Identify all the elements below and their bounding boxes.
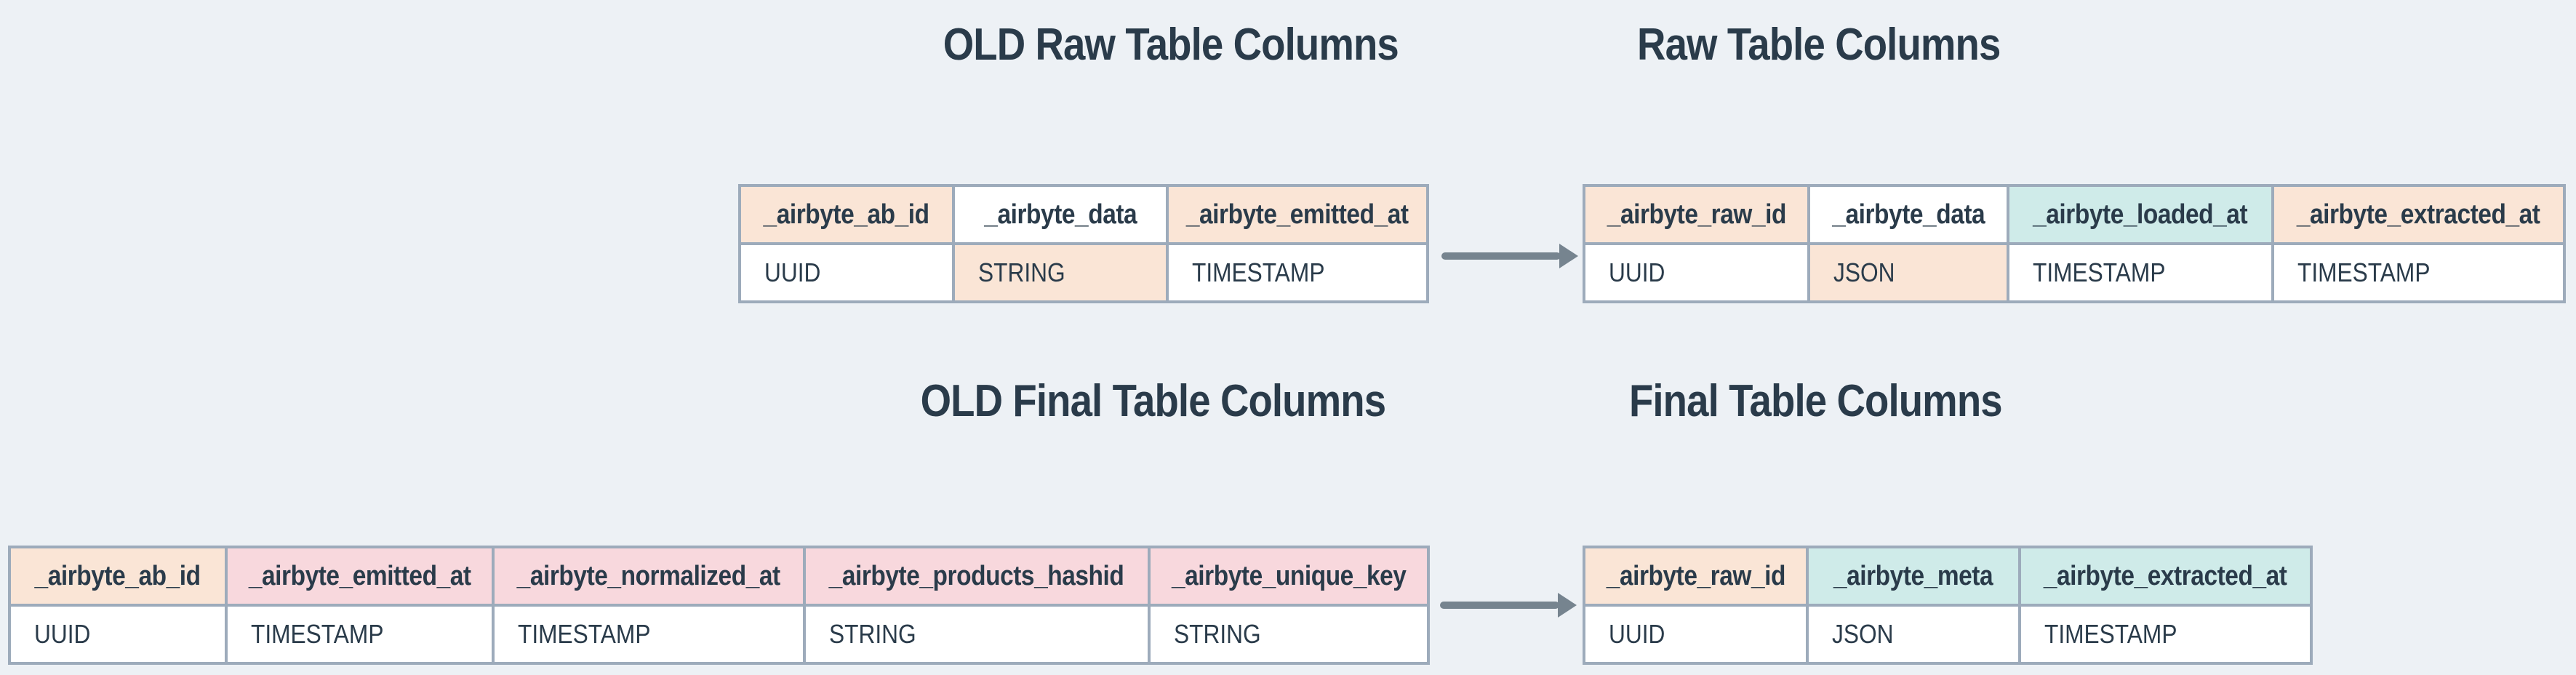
cell-text: _airbyte_ab_id	[34, 560, 201, 591]
cell-text: _airbyte_extracted_at	[2297, 199, 2540, 230]
cell-text: _airbyte_meta	[1833, 560, 1993, 591]
cell-text: STRING	[978, 257, 1065, 287]
column-type-cell: UUID	[1585, 245, 1807, 300]
column-header-cell: _airbyte_data	[1810, 187, 2007, 242]
cell-text: TIMESTAMP	[251, 619, 384, 649]
column-header-cell: _airbyte_extracted_at	[2021, 548, 2310, 604]
column-header-cell: _airbyte_unique_key	[1151, 548, 1427, 604]
new-final-table: _airbyte_raw_id _airbyte_meta _airbyte_ext…	[1583, 546, 2313, 665]
column-header-cell: _airbyte_ab_id	[11, 548, 225, 604]
old-final-table: _airbyte_ab_id _airbyte_emitted_at _airbyt…	[8, 546, 1430, 665]
new-raw-table-title: Raw Table Columns	[1583, 19, 2055, 71]
column-header-cell: _airbyte_emitted_at	[1169, 187, 1426, 242]
column-type-cell: TIMESTAMP	[1169, 245, 1426, 300]
old-raw-table: _airbyte_ab_id _airbyte_data _airbyte_emit…	[738, 184, 1429, 303]
arrow-shaft	[1441, 252, 1561, 260]
cell-text: UUID	[764, 257, 821, 287]
column-header-cell: _airbyte_loaded_at	[2009, 187, 2271, 242]
column-type-cell: TIMESTAMP	[2274, 245, 2563, 300]
column-header-cell: _airbyte_raw_id	[1585, 187, 1807, 242]
cell-text: _airbyte_loaded_at	[2033, 199, 2248, 230]
cell-text: _airbyte_unique_key	[1171, 560, 1407, 591]
cell-text: _airbyte_raw_id	[1607, 199, 1786, 230]
old-raw-table-title: OLD Raw Table Columns	[836, 19, 1505, 71]
new-raw-table: _airbyte_raw_id _airbyte_data _airbyte_loa…	[1583, 184, 2566, 303]
cell-text: TIMESTAMP	[2044, 619, 2177, 649]
column-type-cell: TIMESTAMP	[495, 607, 803, 662]
cell-text: TIMESTAMP	[2297, 257, 2431, 287]
column-type-cell: UUID	[1585, 607, 1806, 662]
column-type-cell: STRING	[955, 245, 1166, 300]
cell-text: UUID	[1609, 257, 1665, 287]
cell-text: _airbyte_ab_id	[763, 199, 930, 230]
column-type-cell: TIMESTAMP	[2021, 607, 2310, 662]
cell-text: _airbyte_raw_id	[1606, 560, 1785, 591]
cell-text: UUID	[1609, 619, 1665, 649]
column-type-cell: UUID	[11, 607, 225, 662]
column-header-cell: _airbyte_normalized_at	[495, 548, 803, 604]
cell-text: TIMESTAMP	[1192, 257, 1325, 287]
column-type-cell: JSON	[1810, 245, 2007, 300]
arrow-shaft	[1440, 602, 1559, 609]
arrow-head	[1558, 593, 1577, 618]
cell-text: STRING	[1174, 619, 1261, 649]
title-text: OLD Raw Table Columns	[943, 20, 1399, 70]
column-type-cell: TIMESTAMP	[2009, 245, 2271, 300]
arrow-head	[1559, 244, 1578, 268]
column-header-cell: _airbyte_extracted_at	[2274, 187, 2563, 242]
cell-text: JSON	[1833, 257, 1895, 287]
title-text: Raw Table Columns	[1637, 20, 2001, 70]
cell-text: STRING	[829, 619, 916, 649]
old-final-table-title: OLD Final Table Columns	[836, 375, 1469, 427]
column-header-cell: _airbyte_raw_id	[1585, 548, 1806, 604]
cell-text: _airbyte_data	[984, 199, 1137, 230]
column-type-cell: STRING	[1151, 607, 1427, 662]
cell-text: _airbyte_emitted_at	[248, 560, 471, 591]
cell-text: UUID	[34, 619, 91, 649]
cell-text: _airbyte_extracted_at	[2044, 560, 2287, 591]
cell-text: JSON	[1832, 619, 1894, 649]
column-header-cell: _airbyte_ab_id	[741, 187, 952, 242]
new-final-table-title: Final Table Columns	[1583, 375, 2048, 427]
cell-text: _airbyte_data	[1832, 199, 1985, 230]
cell-text: TIMESTAMP	[2033, 257, 2166, 287]
column-header-cell: _airbyte_products_hashid	[806, 548, 1148, 604]
cell-text: TIMESTAMP	[518, 619, 651, 649]
column-header-cell: _airbyte_emitted_at	[228, 548, 492, 604]
title-text: Final Table Columns	[1628, 376, 2003, 426]
column-type-cell: STRING	[806, 607, 1148, 662]
cell-text: _airbyte_emitted_at	[1186, 199, 1409, 230]
column-type-cell: TIMESTAMP	[228, 607, 492, 662]
title-text: OLD Final Table Columns	[920, 376, 1385, 426]
cell-text: _airbyte_products_hashid	[829, 560, 1124, 591]
column-type-cell: JSON	[1809, 607, 2018, 662]
arrow-right-icon	[1440, 592, 1577, 618]
cell-text: _airbyte_normalized_at	[516, 560, 781, 591]
column-header-cell: _airbyte_meta	[1809, 548, 2018, 604]
arrow-right-icon	[1441, 243, 1578, 269]
column-type-cell: UUID	[741, 245, 952, 300]
column-header-cell: _airbyte_data	[955, 187, 1166, 242]
